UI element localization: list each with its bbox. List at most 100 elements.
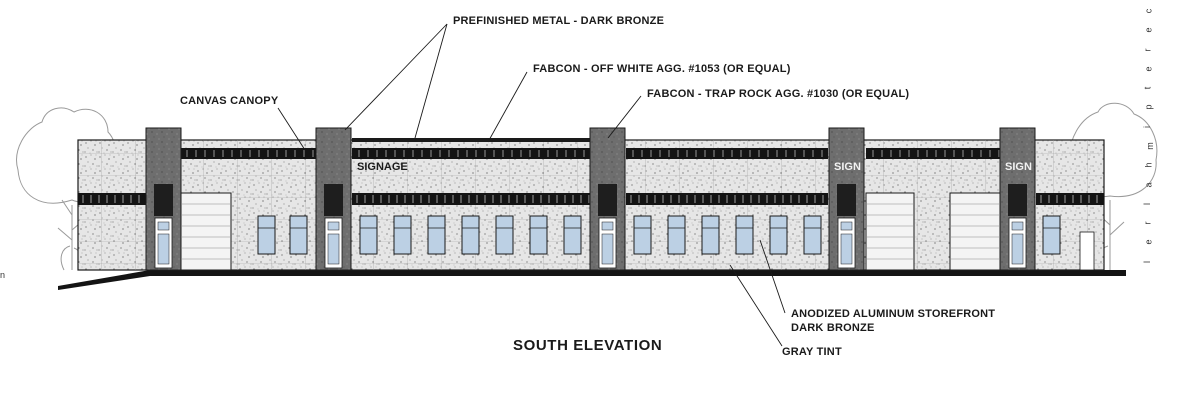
canopy-rib <box>917 150 919 157</box>
canopy-rib <box>583 150 585 157</box>
margin-right-letter: t <box>1142 86 1153 90</box>
band-rib <box>476 195 478 203</box>
pilaster-dark-panel <box>598 184 617 216</box>
band-rib <box>122 195 124 203</box>
drawing-title: SOUTH ELEVATION <box>513 337 663 354</box>
canopy-rib <box>502 150 504 157</box>
sign-label-2: SIGN <box>1005 161 1032 173</box>
canopy-rib <box>303 150 305 157</box>
sign-label-1: SIGN <box>834 161 861 173</box>
canopy-rib <box>971 150 973 157</box>
band-rib <box>564 195 566 203</box>
canopy-rib <box>803 150 805 157</box>
canopy-rib <box>953 150 955 157</box>
band-rib <box>710 195 712 203</box>
band-rib <box>1056 195 1058 203</box>
canopy-rib <box>249 150 251 157</box>
canopy-rib <box>511 150 513 157</box>
pilaster-dark-panel <box>154 184 173 216</box>
canopy-rib <box>722 150 724 157</box>
canopy-rib <box>767 150 769 157</box>
canopy-rib <box>475 150 477 157</box>
canopy-rib <box>899 150 901 157</box>
band-1 <box>78 193 146 205</box>
canopy-rib <box>520 150 522 157</box>
band-rib <box>638 195 640 203</box>
canopy-rib <box>204 150 206 157</box>
band-rib <box>90 195 92 203</box>
band-rib <box>678 195 680 203</box>
canopy-rib <box>358 150 360 157</box>
callout-fabcon-off-white: FABCON - OFF WHITE AGG. #1053 (OR EQUAL) <box>533 63 791 75</box>
band-rib <box>662 195 664 203</box>
band-rib <box>742 195 744 203</box>
canopy-rib <box>989 150 991 157</box>
margin-right-letter: m <box>1144 142 1155 150</box>
pilasters <box>145 127 1036 271</box>
storefront-windows <box>257 215 1061 255</box>
band-rib <box>702 195 704 203</box>
canopy-rib <box>641 150 643 157</box>
pilaster-dark-panel <box>837 184 856 216</box>
band-rib <box>806 195 808 203</box>
margin-right-letter: p <box>1143 104 1154 110</box>
window-8 <box>529 215 548 255</box>
band-rib <box>718 195 720 203</box>
band-rib <box>814 195 816 203</box>
canopy-rib <box>439 150 441 157</box>
margin-right-letter: h <box>1143 162 1154 168</box>
canopy-rib <box>785 150 787 157</box>
canopy-rib <box>695 150 697 157</box>
window-12 <box>701 215 720 255</box>
band-rib <box>694 195 696 203</box>
canopy-rib <box>713 150 715 157</box>
canopy-rib <box>890 150 892 157</box>
canopy-rib <box>677 150 679 157</box>
canopy-rib <box>385 150 387 157</box>
band-rib <box>1072 195 1074 203</box>
band-rib <box>436 195 438 203</box>
canopy-rib <box>484 150 486 157</box>
band-rib <box>500 195 502 203</box>
canopy-rib <box>466 150 468 157</box>
band-rib <box>524 195 526 203</box>
band-rib <box>130 195 132 203</box>
band-rib <box>774 195 776 203</box>
band-rib <box>106 195 108 203</box>
band-rib <box>1096 195 1098 203</box>
canopy-1 <box>180 148 316 159</box>
canopy-3 <box>626 148 828 159</box>
canopy-rib <box>312 150 314 157</box>
canopy-rib <box>213 150 215 157</box>
band-rib <box>364 195 366 203</box>
canopy-rib <box>980 150 982 157</box>
door-glass <box>840 221 853 231</box>
window-1 <box>257 215 276 255</box>
canopy-rib <box>276 150 278 157</box>
margin-right-letter: c <box>1143 8 1154 14</box>
canopy-rib <box>740 150 742 157</box>
ground-line <box>58 270 1126 290</box>
window-16 <box>1042 215 1061 255</box>
margin-right-letter: i <box>1142 125 1152 128</box>
band-rib <box>508 195 510 203</box>
band-rib <box>492 195 494 203</box>
band-rib <box>726 195 728 203</box>
canopy-rib <box>758 150 760 157</box>
callout-fabcon-trap-rock: FABCON - TRAP ROCK AGG. #1030 (OR EQUAL) <box>647 88 910 100</box>
canvas-canopies <box>180 148 1000 159</box>
canopy-rib <box>686 150 688 157</box>
band-rib <box>396 195 398 203</box>
overhead-door-3 <box>949 192 1001 271</box>
band-rib <box>686 195 688 203</box>
band-rib <box>822 195 824 203</box>
canopy-rib <box>704 150 706 157</box>
callout-gray-tint: GRAY TINT <box>782 346 842 358</box>
window-7 <box>495 215 514 255</box>
canopy-rib <box>258 150 260 157</box>
canopy-rib <box>650 150 652 157</box>
band-4 <box>1036 193 1104 205</box>
margin-right-letter: l <box>1142 202 1152 205</box>
